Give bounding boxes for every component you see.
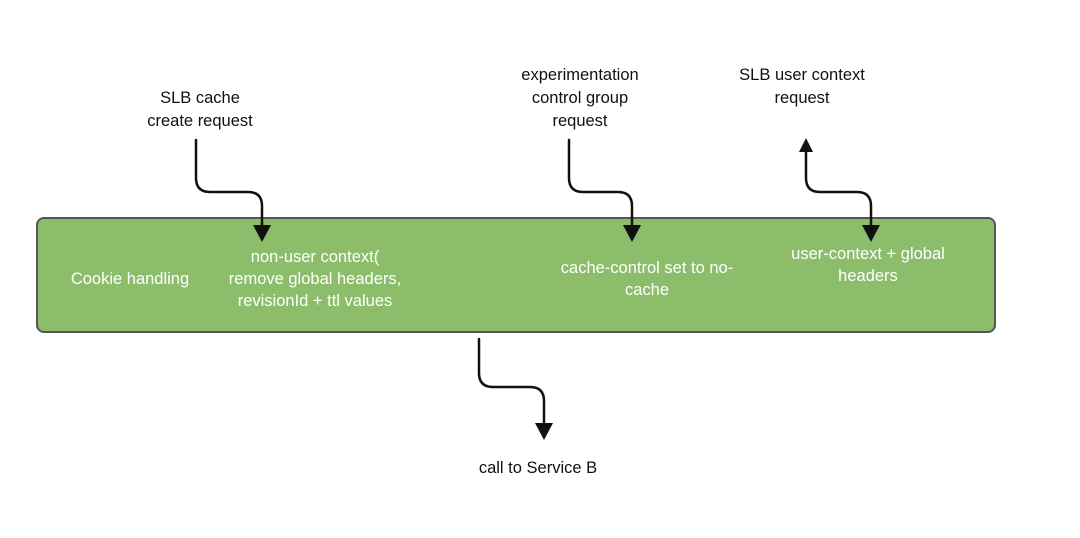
slb-cache-connector [194, 138, 264, 230]
cache-control-line-1: cache-control set to no- [560, 259, 734, 277]
slb-user-context-line-1: SLB user context [739, 66, 865, 84]
slb-cache-label: SLB cache create request [112, 87, 288, 133]
experimentation-line-2: control group [531, 89, 629, 107]
user-context-line-2: headers [838, 267, 898, 285]
non-user-context-line-3: revisionId + ttl values [237, 292, 393, 310]
service-b-connector [477, 337, 546, 427]
user-context-connector [804, 148, 873, 230]
non-user-context-line-2: remove global headers, [228, 270, 402, 288]
slb-cache-line-1: SLB cache [160, 89, 240, 107]
cache-control-text: cache-control set to no- cache [540, 257, 754, 301]
request-processing-box [36, 217, 996, 333]
user-context-arrowhead [862, 225, 880, 242]
non-user-context-line-1: non-user context( [250, 248, 380, 266]
non-user-context-text: non-user context( remove global headers,… [200, 246, 430, 312]
experimentation-line-1: experimentation [521, 66, 639, 84]
user-context-text: user-context + global headers [766, 243, 970, 287]
experimentation-connector [567, 138, 634, 230]
service-b-arrowhead [535, 423, 553, 440]
service-b-label: call to Service B [478, 459, 598, 477]
slb-cache-line-2: create request [147, 112, 253, 130]
slb-user-context-label: SLB user context request [712, 64, 892, 110]
slb-user-context-line-2: request [774, 89, 830, 107]
experimentation-label: experimentation control group request [490, 64, 670, 133]
experimentation-arrowhead [623, 225, 641, 242]
slb-cache-arrowhead [253, 225, 271, 242]
cookie-handling-text: Cookie handling [70, 270, 190, 288]
experimentation-line-3: request [552, 112, 608, 130]
user-context-line-1: user-context + global [791, 245, 945, 263]
cache-control-line-2: cache [624, 281, 670, 299]
user-context-up-arrowhead [799, 138, 813, 152]
